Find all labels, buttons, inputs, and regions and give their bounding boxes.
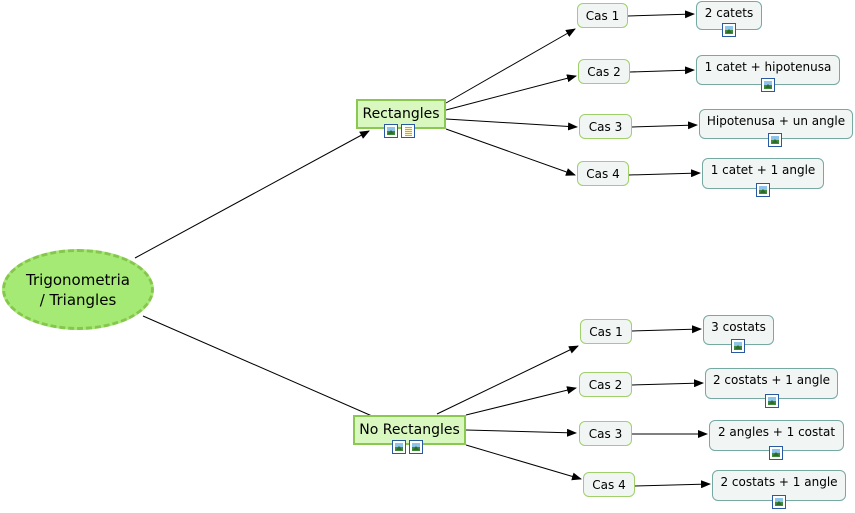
topic-rectangles-label: Rectangles	[362, 106, 440, 122]
norect-result-1-label: 3 costats	[711, 320, 766, 334]
edge-rect-cas2	[445, 74, 577, 111]
rect-case-4[interactable]: Cas 4	[577, 161, 629, 186]
norect-result-3-label: 2 angles + 1 costat	[717, 425, 836, 439]
norect-result-1[interactable]: 3 costats	[703, 315, 774, 345]
image-icon[interactable]	[731, 339, 745, 353]
rect-case-1-label: Cas 1	[585, 8, 620, 23]
norect-case-3-label: Cas 3	[588, 426, 623, 441]
edge-norect-cas2	[465, 386, 577, 416]
root-topic-line2: / Triangles	[39, 290, 117, 309]
edge-rcas2-result	[629, 66, 695, 75]
norect-case-1[interactable]: Cas 1	[580, 319, 632, 344]
rect-result-1-label: 2 catets	[704, 6, 754, 20]
edge-root-rectangles	[134, 130, 370, 259]
root-topic[interactable]: Trigonometria / Triangles	[2, 249, 154, 330]
rect-result-1[interactable]: 2 catets	[696, 1, 762, 30]
edge-norect-cas4	[465, 444, 582, 481]
edge-rect-cas1	[445, 28, 576, 104]
rect-case-3[interactable]: Cas 3	[579, 114, 632, 139]
rect-case-4-label: Cas 4	[586, 166, 620, 181]
edge-rect-cas4	[445, 128, 576, 176]
image-icon[interactable]	[384, 124, 398, 138]
norect-case-1-label: Cas 1	[589, 324, 623, 339]
edge-rect-cas3	[445, 118, 578, 131]
norect-result-2-label: 2 costats + 1 angle	[712, 373, 831, 387]
image-icon[interactable]	[769, 446, 783, 460]
norect-case-3[interactable]: Cas 3	[579, 421, 632, 446]
root-topic-line1: Trigonometria	[26, 270, 130, 289]
norect-case-4-label: Cas 4	[592, 477, 626, 492]
norect-case-2-label: Cas 2	[588, 377, 623, 392]
rect-case-3-label: Cas 3	[588, 119, 623, 134]
edge-norect-cas1	[436, 345, 579, 415]
image-icon[interactable]	[768, 133, 782, 147]
edge-root-no-rectangles	[142, 315, 373, 417]
rect-result-3-label: Hipotenusa + un angle	[706, 114, 846, 128]
note-icon[interactable]	[401, 124, 415, 138]
norect-result-2[interactable]: 2 costats + 1 angle	[705, 368, 838, 399]
rect-result-2-label: 1 catet + hipotenusa	[704, 60, 832, 74]
edge-ncas4-result	[634, 480, 711, 489]
norect-case-2[interactable]: Cas 2	[579, 372, 632, 397]
edge-rcas4-result	[628, 169, 701, 178]
image-icon[interactable]	[722, 23, 736, 37]
rect-case-2-label: Cas 2	[587, 64, 621, 79]
edge-ncas2-result	[631, 379, 704, 388]
rect-case-1[interactable]: Cas 1	[577, 3, 628, 28]
image-icon[interactable]	[765, 394, 779, 408]
edge-ncas1-result	[631, 325, 702, 334]
edge-rcas3-result	[631, 121, 698, 130]
image-icon[interactable]	[772, 495, 786, 509]
image-icon[interactable]	[761, 78, 775, 92]
rect-result-2[interactable]: 1 catet + hipotenusa	[696, 55, 840, 85]
image-icon[interactable]	[756, 183, 770, 197]
rect-result-4-label: 1 catet + 1 angle	[710, 163, 816, 177]
edge-norect-cas3	[465, 428, 577, 437]
image-icon[interactable]	[392, 440, 406, 454]
norect-result-4-label: 2 costats + 1 angle	[720, 475, 838, 489]
topic-no-rectangles-label: No Rectangles	[359, 422, 460, 438]
norect-case-4[interactable]: Cas 4	[583, 472, 635, 497]
image-icon[interactable]	[409, 440, 423, 454]
rect-case-2[interactable]: Cas 2	[578, 59, 630, 84]
norect-result-3[interactable]: 2 angles + 1 costat	[709, 420, 844, 451]
edge-rcas1-result	[627, 10, 695, 19]
